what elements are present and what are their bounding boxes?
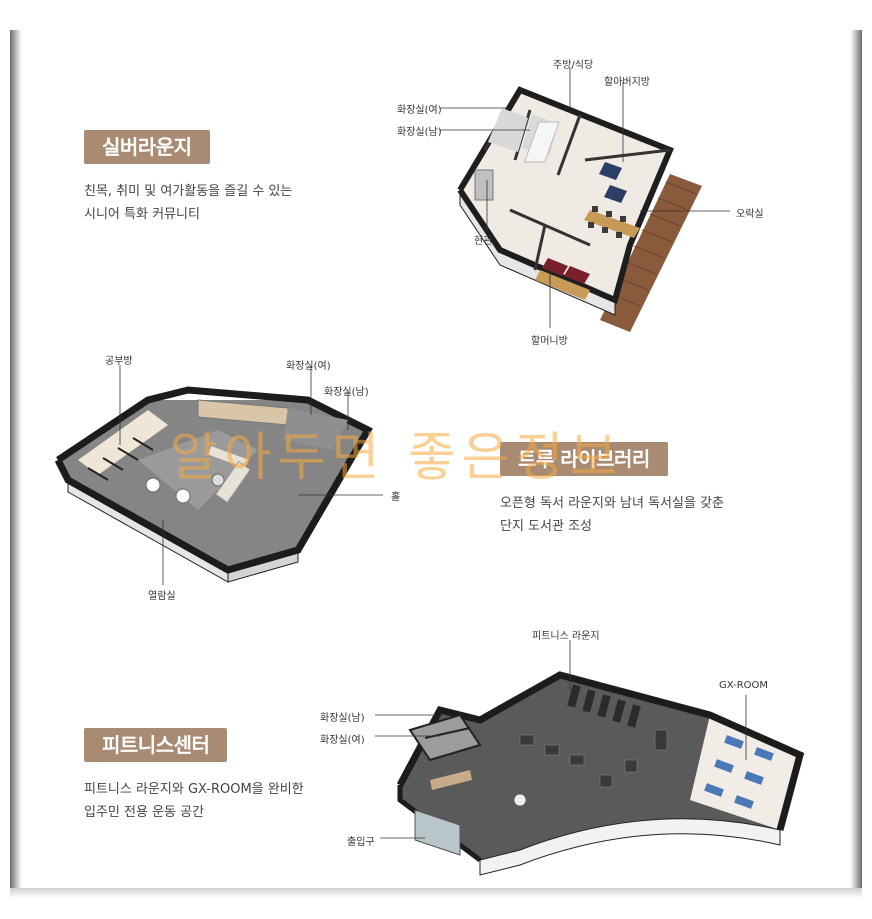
silver-label-grandma-room: 할머니방	[531, 336, 568, 347]
fitness-desc-1: 피트니스 라운지와 GX-ROOM을 완비한	[84, 782, 304, 797]
library-label-hall: 홀	[391, 492, 401, 503]
library-desc-1: 오픈형 독서 라운지와 남녀 독서실을 갖춘	[500, 496, 724, 511]
fitness-label-restroom-m: 화장실(남)	[320, 713, 365, 724]
silver-lounge-title: 실버라운지	[84, 130, 210, 164]
left-frame-shadow	[10, 30, 22, 890]
bottom-frame-shadow	[10, 888, 862, 898]
silver-label-entrance: 현관	[474, 236, 493, 247]
fitness-desc-2: 입주민 전용 운동 공간	[84, 805, 205, 820]
fitness-title: 피트니스센터	[84, 728, 228, 762]
watermark-text: 알아두면 좋은정보	[170, 428, 624, 488]
silver-label-recreation: 오락실	[736, 209, 764, 220]
fitness-label-lounge: 피트니스 라운지	[532, 631, 600, 642]
silver-label-grandpa-room: 할아버지방	[604, 77, 650, 88]
fitness-label-gx-room: GX-ROOM	[719, 680, 769, 691]
silver-label-restroom-m: 화장실(남)	[397, 127, 442, 138]
library-floorplan	[54, 365, 383, 585]
fitness-label-entrance: 출입구	[347, 837, 375, 848]
library-desc-2: 단지 도서관 조성	[500, 519, 592, 534]
library-title: 트루 라이브러리	[500, 442, 668, 476]
fitness-label-restroom-f: 화장실(여)	[320, 735, 365, 746]
silver-label-kitchen: 주방/식당	[553, 60, 594, 71]
silver-lounge-desc-2: 시니어 특화 커뮤니티	[84, 207, 200, 222]
silver-label-restroom-f: 화장실(여)	[397, 105, 442, 116]
fitness-floorplan	[375, 640, 805, 876]
library-label-study-room: 공부방	[105, 356, 133, 367]
silver-lounge-desc-1: 친목, 취미 및 여가활동을 즐길 수 있는	[84, 184, 293, 199]
library-label-restroom-f: 화장실(여)	[286, 361, 331, 372]
library-label-reading-room: 열람실	[148, 591, 176, 602]
right-frame-shadow	[850, 30, 862, 890]
library-label-restroom-m: 화장실(남)	[324, 387, 369, 398]
silver-lounge-floorplan	[440, 68, 730, 332]
